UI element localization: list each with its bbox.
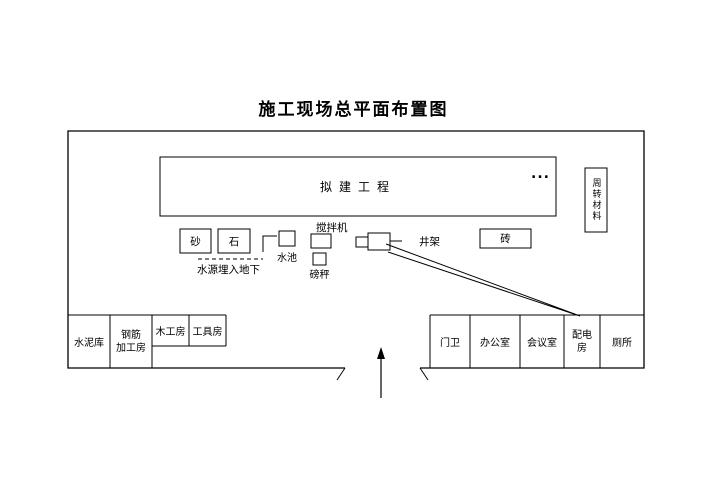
scale-label: 磅秤 <box>309 270 330 281</box>
room-toilet: 厕所 <box>612 338 632 349</box>
room-tools: 工具房 <box>192 327 223 338</box>
room-gatehouse: 门卫 <box>440 338 460 349</box>
left-rooms-walls <box>68 314 227 368</box>
building-ellipsis: ... <box>531 166 550 182</box>
right-rooms-walls <box>429 314 644 368</box>
proposed-building-outline <box>159 156 557 217</box>
entrance-arrow-head <box>377 347 385 359</box>
diagram-title: 施工现场总平面布置图 <box>258 100 449 120</box>
proposed-building-label: 拟建工程 <box>319 180 396 194</box>
room-meeting: 会议室 <box>527 338 557 349</box>
turnover-materials-text: 周转材料 <box>590 178 601 222</box>
power-lines <box>385 243 581 317</box>
mixer-machine-outline <box>367 232 391 251</box>
room-rebar-line1: 钢筋 <box>121 329 141 341</box>
stone-bin-outline <box>217 228 251 254</box>
mixer-label: 搅拌机 <box>316 222 348 234</box>
room-carpentry: 木工房 <box>155 327 186 338</box>
turnover-materials-label: 周转材料 <box>585 168 607 232</box>
room-cement-warehouse: 水泥库 <box>74 338 104 349</box>
buried-water-note: 水源埋入地下 <box>197 264 260 276</box>
stone-label: 石 <box>228 235 240 248</box>
scale-outline <box>312 252 327 266</box>
mixer-hopper-outline <box>355 236 369 248</box>
room-power-distribution: 配电 房 <box>564 315 600 368</box>
room-office: 办公室 <box>480 338 510 349</box>
room-rebar-line2: 加工房 <box>116 342 146 354</box>
brick-label: 砖 <box>500 233 511 245</box>
sand-label: 砂 <box>190 235 201 248</box>
site-boundary <box>67 130 645 369</box>
room-rebar-workshop: 钢筋 加工房 <box>110 315 152 368</box>
water-pipe-symbol <box>262 235 277 252</box>
entrance-gate-marks <box>336 367 429 381</box>
turnover-materials-outline <box>584 167 608 233</box>
brick-area-outline <box>479 228 532 249</box>
water-pool-outline <box>278 230 296 247</box>
hoist-label: 井架 <box>419 236 440 248</box>
sand-bin-outline <box>179 228 212 254</box>
room-power-line1: 配电 <box>572 329 592 341</box>
room-power-line2: 房 <box>577 342 587 354</box>
mixer-body-outline <box>310 233 332 249</box>
water-pool-label: 水池 <box>277 253 297 264</box>
